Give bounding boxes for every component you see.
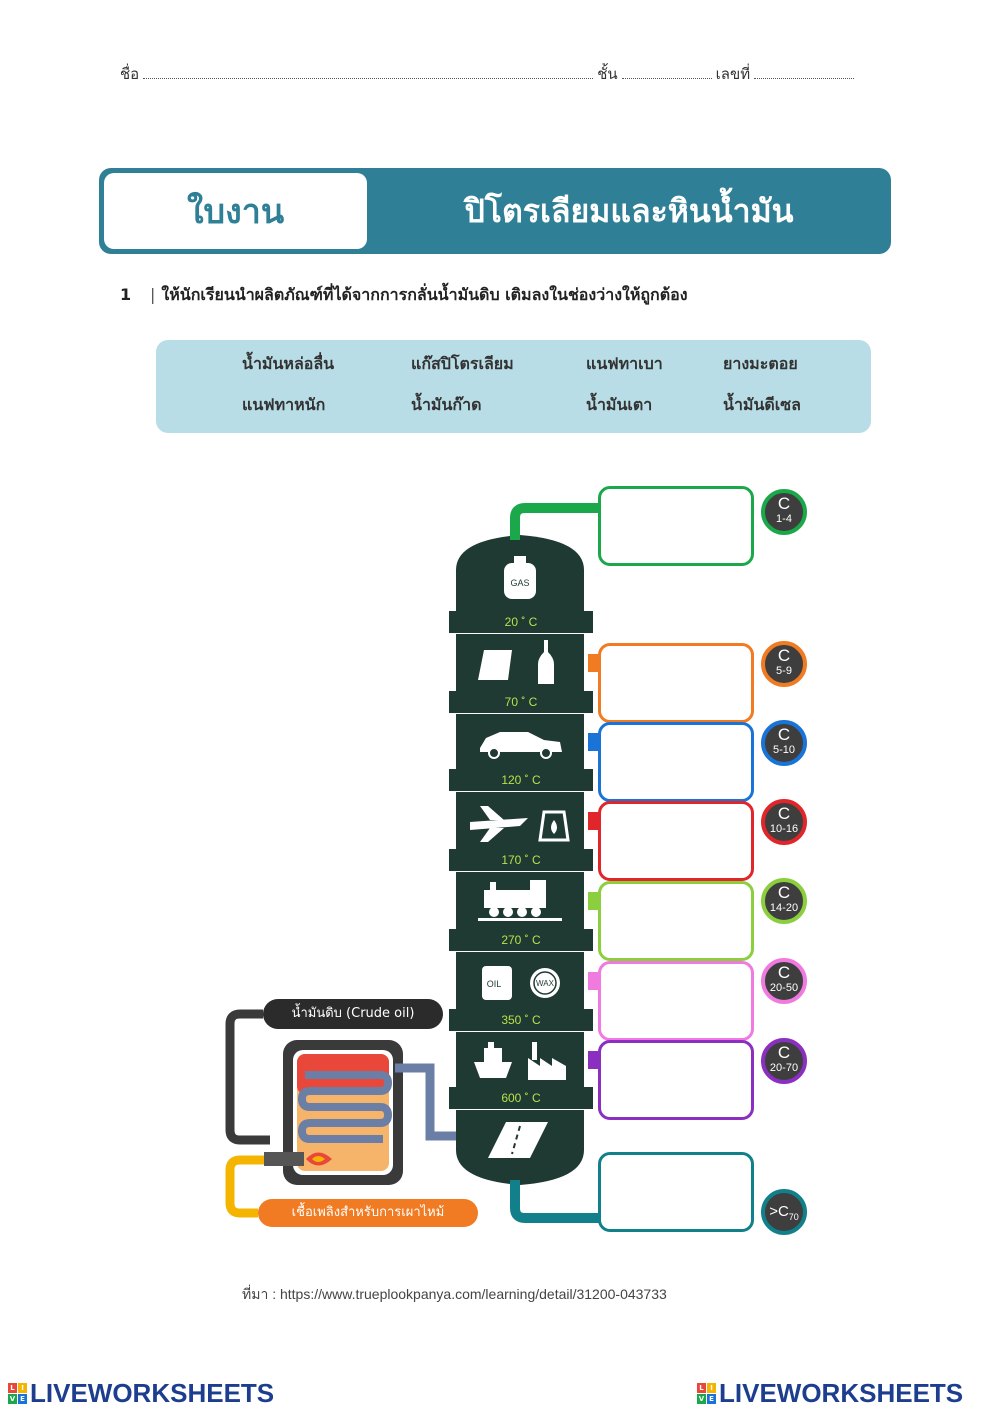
- fuel-label: เชื้อเพลิงสำหรับการเผาไหม้: [258, 1199, 478, 1227]
- source-citation: ที่มา : https://www.trueplookpanya.com/l…: [242, 1286, 667, 1302]
- answer-box-c14-20[interactable]: [598, 881, 754, 961]
- carbon-symbol: C: [777, 883, 791, 902]
- question-text: ให้นักเรียนนำผลิตภัณฑ์ที่ได้จากการกลั่นน…: [161, 285, 688, 304]
- answer-box-c5-9[interactable]: [598, 643, 754, 723]
- carbon-badge: C 5-10: [761, 720, 807, 766]
- burner: [264, 1152, 304, 1166]
- word-bank-item: แนฟทาหนัก: [242, 395, 326, 414]
- word-bank-item: ยางมะตอย: [723, 354, 798, 373]
- carbon-badge: C 20-50: [761, 958, 807, 1004]
- carbon-range: 10-16: [769, 823, 799, 835]
- temperature-label: 20 ˚ C: [449, 611, 593, 633]
- carbon-range: 5-9: [776, 665, 792, 677]
- number-blank: [754, 66, 855, 79]
- logo-text: LIVEWORKSHEETS: [30, 1378, 275, 1408]
- carbon-range: 20-50: [769, 982, 799, 994]
- gas-label: GAS: [510, 578, 529, 588]
- word-bank-item: น้ำมันหล่อลื่น: [242, 354, 335, 373]
- question-number: 1: [120, 285, 132, 304]
- crude-oil-pipe: [225, 1009, 270, 1145]
- word-bank-item: แนฟทาเบา: [586, 354, 663, 373]
- carbon-badge: C 1-4: [761, 489, 807, 535]
- gas-pipe: [510, 503, 600, 540]
- carbon-range: 70: [788, 1212, 799, 1222]
- logo-mark-icon: L I V E: [8, 1383, 27, 1404]
- word-bank-item: น้ำมันก๊าด: [411, 395, 482, 414]
- name-label: ชื่อ: [120, 65, 140, 83]
- number-label: เลขที่: [715, 65, 751, 83]
- answer-box-c70-plus[interactable]: [598, 1152, 754, 1232]
- carbon-badge: C 5-9: [761, 641, 807, 687]
- carbon-symbol: >C70: [769, 1203, 799, 1222]
- title-banner: ใบงาน ปิโตรเลียมและหินน้ำมัน: [99, 168, 891, 254]
- flame-core: [312, 1156, 325, 1162]
- temperature-label: 170 ˚ C: [449, 849, 593, 871]
- residue-pipe: [510, 1180, 600, 1223]
- carbon-symbol: C: [777, 646, 791, 665]
- temperature-label: 70 ˚ C: [449, 691, 593, 713]
- connector-lubricant: [588, 972, 600, 990]
- worksheet-tab: ใบงาน: [104, 173, 367, 249]
- ship-and-factory-icon: [474, 1042, 566, 1080]
- train-icon: [478, 880, 562, 921]
- class-label: ชั้น: [597, 65, 618, 83]
- temperature-label: 350 ˚ C: [449, 1009, 593, 1031]
- connector-fuel-oil: [588, 1051, 600, 1069]
- carbon-symbol: C: [777, 494, 791, 513]
- connector-naphtha-heavy: [588, 733, 600, 751]
- carbon-badge: C 14-20: [761, 878, 807, 924]
- temperature-label: 120 ˚ C: [449, 769, 593, 791]
- student-info-line: ชื่อ ชั้น เลขที่: [120, 62, 870, 86]
- question-separator: |: [150, 285, 156, 304]
- carbon-symbol: C: [777, 963, 791, 982]
- carbon-badge: C 10-16: [761, 799, 807, 845]
- heating-coil: [297, 1071, 393, 1143]
- answer-box-c20-50[interactable]: [598, 961, 754, 1041]
- carbon-badge: >C70: [761, 1189, 807, 1235]
- carbon-symbol: C: [777, 725, 791, 744]
- carbon-range: 5-10: [772, 744, 796, 756]
- connector-naphtha-light: [588, 654, 600, 672]
- answer-box-c1-4[interactable]: [598, 486, 754, 566]
- jet-and-lantern-icon: [470, 806, 570, 842]
- carbon-symbol: C: [777, 804, 791, 823]
- word-bank-item: น้ำมันดีเซล: [723, 395, 801, 414]
- liveworksheets-logo[interactable]: L I V E LIVEWORKSHEETS: [697, 1378, 963, 1409]
- oil-label: OIL: [487, 979, 502, 989]
- liveworksheets-logo[interactable]: L I V E LIVEWORKSHEETS: [8, 1378, 274, 1409]
- connector-diesel: [588, 892, 600, 910]
- carbon-range: 20-70: [769, 1062, 799, 1074]
- word-bank: น้ำมันหล่อลื่น แก๊สปิโตรเลียม แนฟทาเบา ย…: [156, 340, 871, 433]
- connector-kerosene: [588, 812, 600, 830]
- carbon-symbol: C: [777, 1043, 791, 1062]
- car-icon: [480, 732, 562, 759]
- carbon-range: 14-20: [769, 902, 799, 914]
- bag-and-bottle-icon: [478, 640, 554, 684]
- word-bank-item: น้ำมันเตา: [586, 395, 653, 414]
- road-icon: [488, 1122, 548, 1158]
- transfer-pipe: [395, 1063, 458, 1141]
- crude-oil-label: น้ำมันดิบ (Crude oil): [263, 999, 443, 1029]
- answer-box-c10-16[interactable]: [598, 801, 754, 881]
- wax-label: WAX: [536, 979, 555, 988]
- question-instruction: 1 | ให้นักเรียนนำผลิตภัณฑ์ที่ได้จากการกลั่…: [120, 283, 688, 308]
- temperature-label: 270 ˚ C: [449, 929, 593, 951]
- carbon-range: 1-4: [776, 513, 792, 525]
- class-blank: [621, 66, 712, 79]
- answer-box-c5-10[interactable]: [598, 722, 754, 802]
- oil-and-wax-icon: OIL WAX: [482, 966, 560, 1000]
- answer-box-c20-70[interactable]: [598, 1040, 754, 1120]
- carbon-badge: C 20-70: [761, 1038, 807, 1084]
- logo-mark-icon: L I V E: [697, 1383, 716, 1404]
- logo-text: LIVEWORKSHEETS: [719, 1378, 964, 1408]
- word-bank-item: แก๊สปิโตรเลียม: [411, 354, 514, 373]
- fuel-pipe: [225, 1155, 268, 1218]
- temperature-label: 600 ˚ C: [449, 1087, 593, 1109]
- gas-cylinder-icon: GAS: [504, 556, 536, 599]
- page-title: ปิโตรเลียมและหินน้ำมัน: [464, 191, 794, 230]
- name-blank: [143, 66, 594, 79]
